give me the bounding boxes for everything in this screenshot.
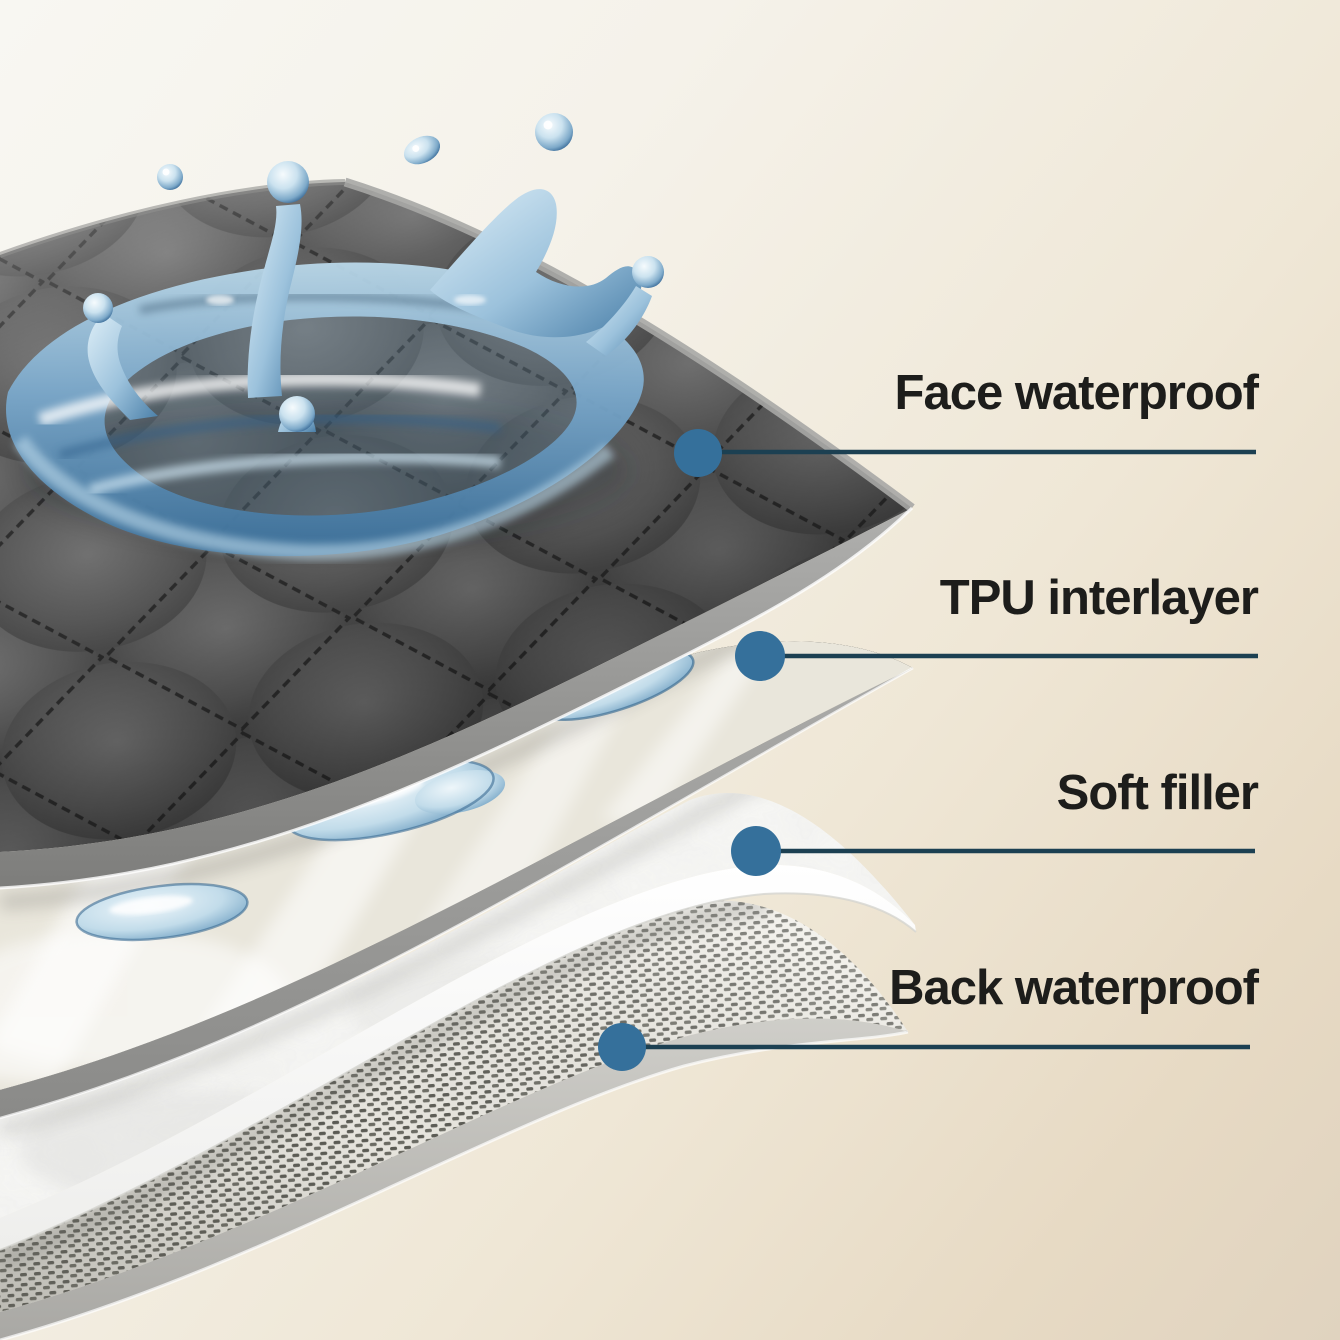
mesh-shading — [0, 900, 908, 1312]
water-droplet-icon — [403, 135, 441, 165]
quilt-edge — [0, 508, 912, 888]
tpu-gloss-streak-3 — [420, 660, 645, 935]
splash-spike-ball — [267, 161, 309, 203]
label-back-waterproof: Back waterproof — [889, 961, 1259, 1015]
water-droplet-icon — [157, 164, 183, 190]
callouts — [598, 429, 1258, 1071]
splash-arm-ball — [83, 293, 113, 323]
water-puddle-icon — [75, 882, 249, 942]
splash-streak-bright — [88, 451, 501, 496]
tpu-edge — [0, 668, 913, 1118]
filler-edge-underline — [0, 892, 917, 1251]
splash-tall-spike — [247, 204, 302, 398]
splash-tendril-ball — [632, 256, 664, 288]
splash-ring — [6, 262, 644, 557]
splash-front-bump — [279, 396, 315, 432]
filler-shadow-on-mesh — [0, 900, 767, 1269]
quilt-edge-rimlight — [0, 506, 914, 890]
callout-dot-back — [598, 1023, 646, 1071]
splash-left-arm — [87, 314, 158, 420]
tpu-gloss-streak-4 — [600, 655, 762, 825]
back-waterproof-layer — [0, 900, 909, 1340]
splash-streak-dark — [58, 413, 501, 460]
callout-dot-soft — [731, 826, 781, 876]
splash-streak-light — [37, 372, 481, 427]
tpu-edge-rimlight — [0, 666, 914, 1120]
label-face-waterproof: Face waterproof — [894, 366, 1259, 420]
label-tpu-interlayer: TPU interlayer — [939, 571, 1259, 625]
water-splash-icon — [6, 113, 664, 561]
splash-sparkle — [206, 295, 234, 305]
water-droplet-icon — [535, 113, 573, 151]
label-soft-filler: Soft filler — [1056, 766, 1259, 820]
callout-dot-tpu — [735, 631, 785, 681]
tpu-shadow-on-filler — [0, 793, 915, 1137]
mesh-edge-rimlight — [0, 1030, 909, 1340]
splash-front-highlight — [13, 435, 615, 561]
splash-sparkle — [454, 295, 486, 305]
quilt-shadow-on-tpu — [0, 641, 913, 910]
splash-right-tendril — [586, 286, 652, 356]
callout-dot-face — [674, 429, 722, 477]
